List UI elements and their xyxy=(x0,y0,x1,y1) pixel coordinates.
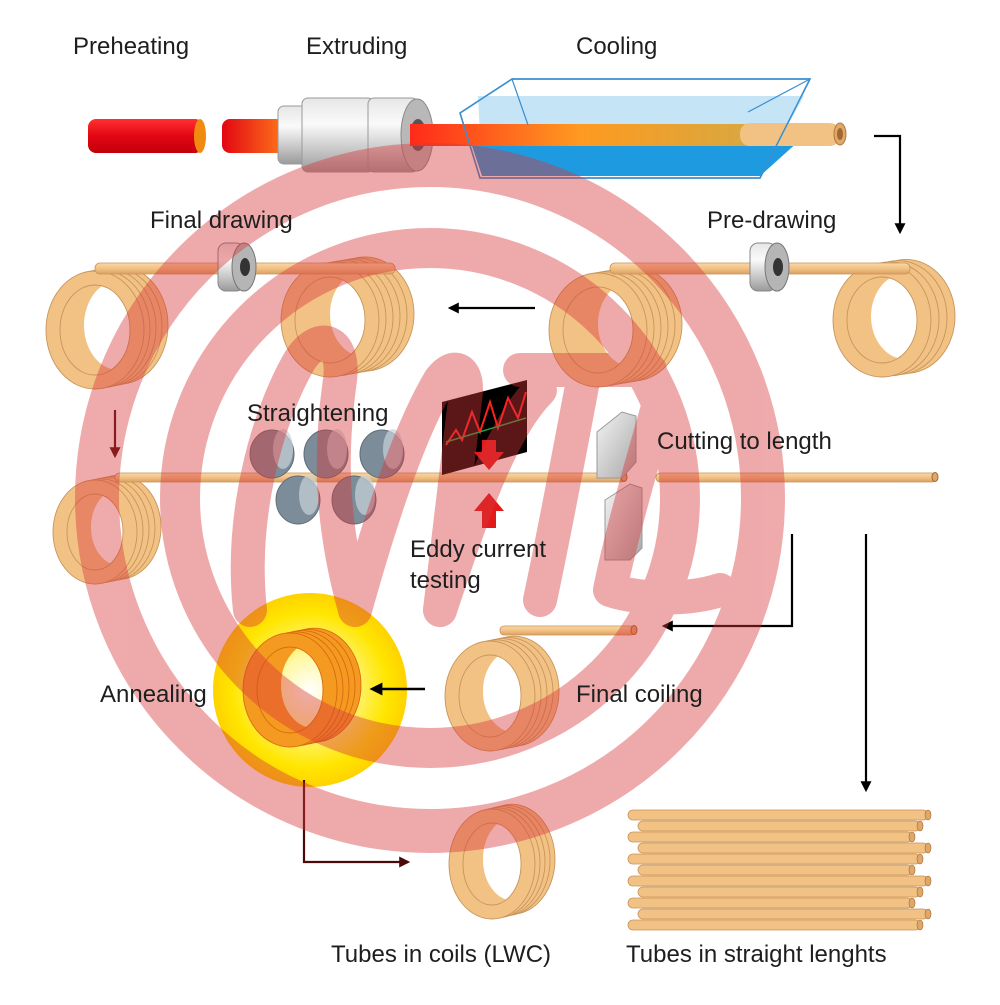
label-cutting: Cutting to length xyxy=(657,428,832,455)
eddy-current-monitor-icon xyxy=(442,380,527,475)
flow-arrow-icon xyxy=(874,134,906,235)
label-eddy-current: Eddy current xyxy=(410,536,546,563)
final-coiling-tube xyxy=(499,625,638,636)
label-tubes-straight: Tubes in straight lenghts xyxy=(626,941,887,968)
billet-feed-icon xyxy=(222,119,287,153)
cooling-trough-icon xyxy=(410,78,847,179)
coil-icon xyxy=(448,803,556,920)
label-straightening: Straightening xyxy=(247,400,388,427)
drawing-die-icon xyxy=(749,242,790,292)
label-final-coiling: Final coiling xyxy=(576,681,703,708)
eddy-probe-arrow-down-icon xyxy=(474,440,504,470)
straightening-rollers-icon xyxy=(249,429,405,525)
billet-icon xyxy=(88,119,206,153)
flow-arrow-icon xyxy=(302,780,411,868)
cutter-blade-icon xyxy=(596,411,643,561)
coil-icon xyxy=(444,635,560,752)
label-tubes-coils: Tubes in coils (LWC) xyxy=(331,941,551,968)
coil-icon xyxy=(242,627,362,748)
drawing-die-icon xyxy=(217,242,257,292)
label-preheating: Preheating xyxy=(73,33,189,60)
annealing-furnace-icon xyxy=(213,593,407,787)
straight-tubes-bundle-icon xyxy=(627,809,932,931)
label-annealing: Annealing xyxy=(100,681,207,708)
label-pre-drawing: Pre-drawing xyxy=(707,207,836,234)
label-extruding: Extruding xyxy=(306,33,407,60)
coil-icon xyxy=(832,258,956,378)
flow-arrow-icon xyxy=(661,534,794,632)
label-cooling: Cooling xyxy=(576,33,657,60)
label-final-drawing: Final drawing xyxy=(150,207,293,234)
label-eddy-testing: testing xyxy=(410,567,481,594)
watermark-monogram xyxy=(230,325,737,627)
cut-tube xyxy=(655,472,939,483)
coil-icon xyxy=(45,265,169,390)
eddy-probe-arrow-up-icon xyxy=(474,493,504,528)
watermark-logo xyxy=(75,143,785,853)
coil-icon xyxy=(548,266,683,388)
